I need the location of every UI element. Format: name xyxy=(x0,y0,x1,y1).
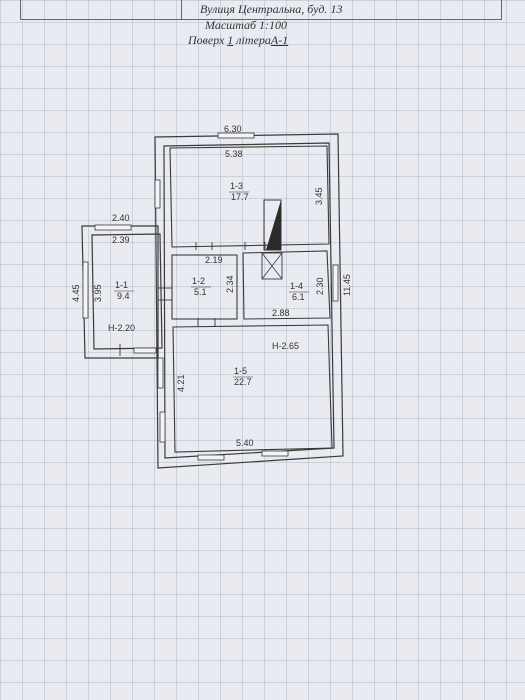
dim-room12-height: 2.34 xyxy=(225,275,235,293)
room-1-1-id: 1-1 xyxy=(115,280,128,290)
scale-text: Масштаб 1:100 xyxy=(205,18,288,32)
room-1-4-id: 1-4 xyxy=(290,281,303,291)
room-1-1-area: 9.4 xyxy=(117,291,130,301)
window-right xyxy=(332,264,339,302)
outer-wall xyxy=(154,133,344,469)
window-left-top xyxy=(154,179,161,209)
dim-top-outer: 6.30 xyxy=(224,124,242,134)
annex-inner-wall xyxy=(91,233,163,350)
room-1-2-id: 1-2 xyxy=(192,276,205,286)
window-annex-left xyxy=(82,261,89,319)
room-1-5-area: 22.7 xyxy=(234,377,252,387)
dim-room13-height: 3.45 xyxy=(314,187,324,205)
dim-room14-height: 2.30 xyxy=(315,277,325,295)
title-block-divider xyxy=(181,0,182,19)
dim-bottom-inner: 5.40 xyxy=(236,438,254,448)
window-left-bottom-2 xyxy=(159,411,166,443)
dim-top-inner: 5.38 xyxy=(225,149,243,159)
window-left-bottom xyxy=(157,357,164,389)
room-1-3-id: 1-3 xyxy=(230,181,243,191)
window-bottom-2 xyxy=(261,450,289,457)
room-1-5-id: 1-5 xyxy=(234,366,247,376)
dim-room12-width: 2.19 xyxy=(205,255,223,265)
floor-number: 1 xyxy=(227,33,234,47)
address-text: Вулиця Центральна, буд. 13 xyxy=(200,2,343,16)
outer-wall-inner xyxy=(163,142,335,459)
room-1-4-area: 6.1 xyxy=(292,292,305,302)
room-1-4-wall xyxy=(242,250,331,320)
height-left: Н-2.20 xyxy=(108,323,135,333)
dim-left-total: 4.45 xyxy=(71,284,81,302)
room-1-5-wall xyxy=(172,324,333,453)
title-block xyxy=(20,0,502,20)
litera-prefix: літера xyxy=(233,33,271,47)
window-bottom-1 xyxy=(197,454,225,461)
window-annex-top xyxy=(94,224,132,231)
window-annex-bottom xyxy=(133,347,157,354)
stove-lower-diagonal xyxy=(261,252,283,280)
room-1-3-wall xyxy=(169,145,330,248)
dim-left-outer: 2.40 xyxy=(112,213,130,223)
room-1-2-wall xyxy=(171,254,238,320)
floor-line: Поверх 1 літераА-1 xyxy=(188,33,288,48)
room-1-3-area: 17.7 xyxy=(231,192,249,202)
litera-value: А-1 xyxy=(270,33,289,47)
room-1-2-area: 5.1 xyxy=(194,287,207,297)
dim-room14-width: 2.88 xyxy=(272,308,290,318)
dim-right-total: 11.45 xyxy=(342,274,352,296)
height-main: Н-2.65 xyxy=(272,341,299,351)
dim-room15-height: 4.21 xyxy=(176,374,186,392)
stove-lower xyxy=(261,252,283,280)
floor-prefix: Поверх xyxy=(188,33,228,47)
window-top xyxy=(217,132,255,139)
dim-room11-height: 3.95 xyxy=(93,284,103,302)
stove-fill xyxy=(266,200,281,250)
dim-left-inner: 2.39 xyxy=(112,235,130,245)
